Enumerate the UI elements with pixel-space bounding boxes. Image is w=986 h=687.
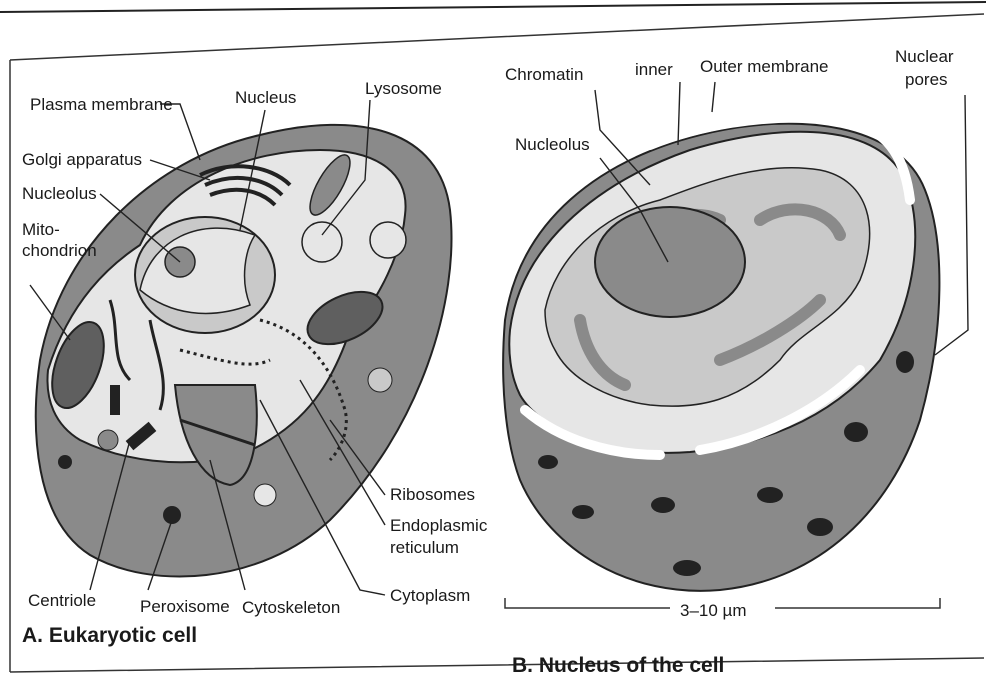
pore — [757, 487, 783, 503]
pore — [807, 518, 833, 536]
nucleolus-b-shape — [595, 207, 745, 317]
surface-vesicle-2 — [368, 368, 392, 392]
surface-dot — [58, 455, 72, 469]
label-inner: inner — [635, 60, 673, 79]
label-cytoplasm: Cytoplasm — [390, 586, 470, 605]
nucleus-illustration — [503, 117, 939, 590]
caption-panel-a: A. Eukaryotic cell — [22, 624, 197, 647]
label-peroxisome: Peroxisome — [140, 597, 230, 616]
eukaryotic-cell-illustration — [36, 125, 452, 577]
label-ribosomes: Ribosomes — [390, 485, 475, 504]
pore — [572, 505, 594, 519]
pore — [844, 422, 868, 442]
surface-vesicle — [254, 484, 276, 506]
label-nuclear-pores-1: Nuclear — [895, 47, 954, 66]
label-nucleus: Nucleus — [235, 88, 296, 107]
label-nucleolus-a: Nucleolus — [22, 184, 97, 203]
caption-panel-b: B. Nucleus of the cell — [512, 654, 724, 677]
label-cytoskeleton: Cytoskeleton — [242, 598, 340, 617]
label-centriole: Centriole — [28, 591, 96, 610]
label-chromatin: Chromatin — [505, 65, 583, 84]
label-er-1: Endoplasmic — [390, 516, 488, 535]
label-mito-2: chondrion — [22, 241, 97, 260]
label-nuclear-pores-2: pores — [905, 70, 948, 89]
label-mito-1: Mito- — [22, 220, 60, 239]
label-plasma-membrane: Plasma membrane — [30, 95, 173, 114]
scale-label: 3–10 µm — [680, 601, 747, 620]
pore — [896, 351, 914, 373]
label-outer-membrane: Outer membrane — [700, 57, 829, 76]
pore — [673, 560, 701, 576]
surface-vesicle-3 — [98, 430, 118, 450]
vesicle-shape — [370, 222, 406, 258]
label-lysosome: Lysosome — [365, 79, 442, 98]
label-er-2: reticulum — [390, 538, 459, 557]
centriole-shape-2 — [110, 385, 120, 415]
label-nucleolus-b: Nucleolus — [515, 135, 590, 154]
label-golgi-apparatus: Golgi apparatus — [22, 150, 142, 169]
top-rule — [0, 2, 986, 12]
lysosome-shape — [302, 222, 342, 262]
pore — [651, 497, 675, 513]
pore — [538, 455, 558, 469]
